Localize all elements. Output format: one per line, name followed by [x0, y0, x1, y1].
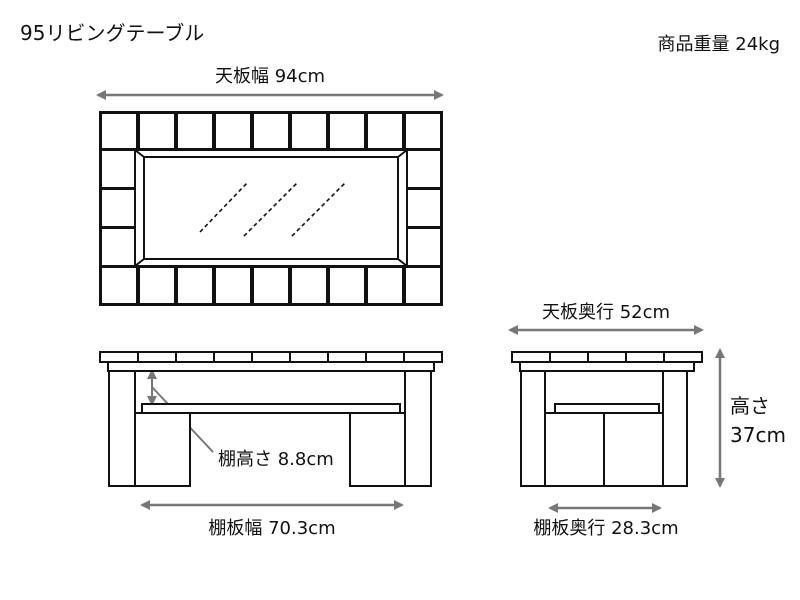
- front-tabletop: [99, 351, 443, 363]
- glass-reflection-line: [199, 181, 249, 233]
- glass-reflection-line: [291, 181, 347, 237]
- tile-top: [214, 112, 252, 150]
- tile-left: [100, 227, 138, 267]
- shelf-width-label: 棚板幅 70.3cm: [208, 518, 335, 539]
- side-apron: [519, 361, 695, 372]
- tile-bottom: [176, 266, 214, 305]
- tile-right: [404, 188, 442, 228]
- tile-top: [328, 112, 366, 150]
- tile-top: [252, 112, 290, 150]
- side-tabletop: [511, 351, 703, 363]
- side-leg-right: [662, 370, 688, 487]
- tile-right: [404, 227, 442, 267]
- tile-bottom: [290, 266, 328, 305]
- front-apron: [107, 361, 435, 372]
- tile-top: [290, 112, 328, 150]
- front-view: [99, 351, 443, 487]
- tile-bottom: [252, 266, 290, 305]
- shelf-depth-label: 棚板奥行 28.3cm: [533, 518, 678, 539]
- front-leg-left: [108, 370, 136, 487]
- tile-bottom: [214, 266, 252, 305]
- tile-bottom: [366, 266, 404, 305]
- tile-top: [366, 112, 404, 150]
- tile-top: [404, 112, 442, 150]
- height-label-value: 37cm: [730, 423, 786, 447]
- glass-bevel-corners: [134, 149, 408, 267]
- height-label-top: 高さ: [730, 394, 770, 418]
- front-shelf: [141, 403, 401, 414]
- tile-top: [138, 112, 176, 150]
- front-block-left: [134, 412, 191, 487]
- tile-bottom: [328, 266, 366, 305]
- side-leg-left: [520, 370, 546, 487]
- tile-left: [100, 149, 138, 189]
- product-weight: 商品重量 24kg: [658, 34, 780, 55]
- front-leg-right: [404, 370, 432, 487]
- tile-bottom: [404, 266, 442, 305]
- tile-bottom: [100, 266, 138, 305]
- diagram-title: 95リビングテーブル: [20, 21, 204, 45]
- shelf-height-label: 棚高さ 8.8cm: [218, 449, 334, 470]
- top-depth-label: 天板奥行 52cm: [542, 302, 670, 323]
- side-shelf: [554, 403, 660, 414]
- tile-bottom: [138, 266, 176, 305]
- glass-reflection-line: [243, 181, 299, 237]
- tile-top: [100, 112, 138, 150]
- top-width-label: 天板幅 94cm: [215, 66, 325, 87]
- front-block-right: [349, 412, 406, 487]
- tile-top: [176, 112, 214, 150]
- top-view: [99, 111, 443, 306]
- side-view: [511, 351, 703, 487]
- tile-right: [404, 149, 442, 189]
- tile-left: [100, 188, 138, 228]
